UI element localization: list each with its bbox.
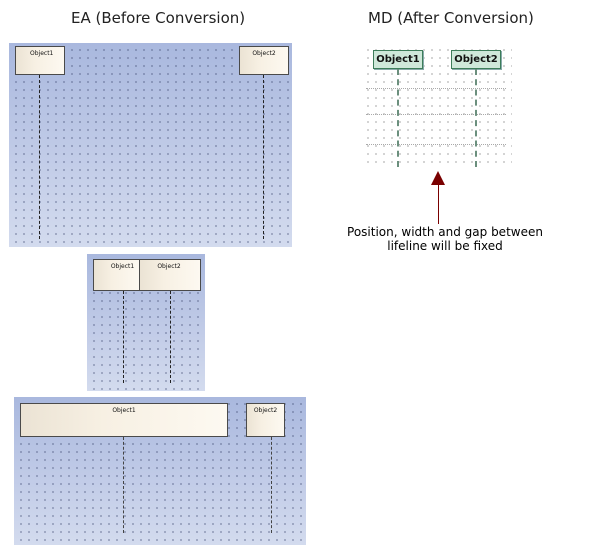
ea-top-object2-lifeline	[263, 75, 264, 239]
ea-bottom-object2-label: Object2	[253, 407, 278, 414]
md-grid-line	[366, 144, 506, 145]
ea-bottom-object1-lifeline-head[interactable]: Object1	[20, 403, 228, 437]
ea-top-object2-lifeline-head[interactable]: Object2	[239, 46, 289, 75]
conversion-note-line2: lifeline will be fixed	[387, 239, 503, 253]
up-arrow-icon	[431, 171, 445, 185]
ea-bottom-object1-lifeline	[123, 437, 124, 533]
md-object2-lifeline	[475, 69, 477, 167]
ea-middle-object2-lifeline	[170, 291, 171, 383]
md-object1-lifeline-head[interactable]: Object1	[373, 50, 423, 69]
ea-middle-object2-lifeline-head[interactable]: Object2	[139, 259, 201, 291]
ea-bottom-object2-lifeline-head[interactable]: Object2	[246, 403, 285, 437]
md-grid-line	[366, 88, 506, 89]
md-object2-lifeline-head[interactable]: Object2	[451, 50, 501, 69]
ea-top-object1-lifeline	[39, 75, 40, 239]
ea-heading: EA (Before Conversion)	[71, 9, 246, 27]
ea-top-object2-label: Object2	[252, 50, 276, 57]
md-heading: MD (After Conversion)	[368, 9, 534, 27]
conversion-note: Position, width and gap between lifeline…	[330, 225, 560, 253]
ea-diagram-bottom: Object1 Object2	[14, 397, 306, 545]
md-object1-lifeline	[397, 69, 399, 167]
ea-bottom-object2-lifeline	[271, 437, 272, 533]
conversion-note-line1: Position, width and gap between	[347, 225, 543, 239]
ea-bottom-object1-label: Object1	[112, 407, 136, 414]
md-diagram: Object1 Object2	[362, 44, 512, 168]
ea-middle-object1-lifeline	[123, 291, 124, 383]
ea-diagram-top: Object1 Object2	[9, 43, 292, 247]
ea-middle-object1-lifeline-head[interactable]: Object1	[93, 259, 140, 291]
arrow-shaft	[438, 184, 439, 224]
ea-middle-object2-label: Object2	[157, 263, 181, 270]
ea-top-object1-lifeline-head[interactable]: Object1	[15, 46, 65, 75]
ea-diagram-middle: Object1 Object2	[87, 254, 205, 391]
md-grid-line	[366, 114, 506, 115]
ea-middle-object1-label: Object1	[110, 263, 135, 270]
ea-top-object1-label: Object1	[30, 50, 54, 57]
